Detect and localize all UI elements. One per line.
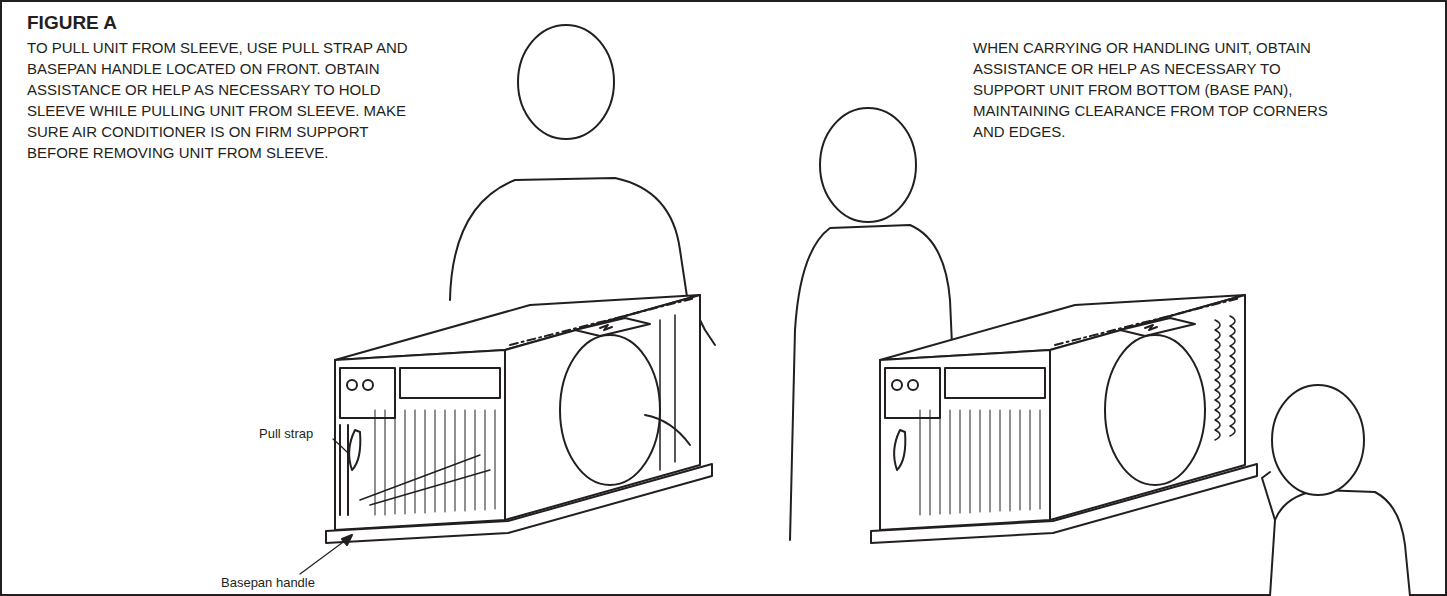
right-scene bbox=[790, 108, 1410, 596]
control-panel bbox=[885, 368, 940, 418]
figure-title: FIGURE A bbox=[27, 12, 117, 34]
person-head bbox=[518, 25, 614, 139]
pull-strap bbox=[349, 430, 360, 470]
person-hand bbox=[645, 415, 690, 445]
person-head bbox=[1272, 385, 1364, 495]
knob bbox=[347, 380, 357, 390]
base-pan bbox=[326, 464, 712, 543]
side-brace bbox=[660, 315, 675, 470]
unit-front bbox=[335, 350, 505, 530]
base-pan bbox=[871, 464, 1257, 543]
fan bbox=[1105, 335, 1205, 485]
leader-line bbox=[333, 439, 347, 452]
top-mark bbox=[1145, 325, 1157, 330]
top-plate bbox=[1120, 318, 1195, 336]
leader-line bbox=[300, 537, 350, 574]
coil bbox=[1215, 316, 1235, 440]
pull-strap bbox=[894, 430, 905, 470]
arrow-head bbox=[342, 535, 352, 545]
person-arm bbox=[1262, 472, 1275, 520]
top-mark bbox=[600, 325, 612, 330]
pull-strap-frame bbox=[340, 425, 348, 515]
knob bbox=[363, 380, 373, 390]
part-label: Pull strap bbox=[258, 426, 314, 441]
grille bbox=[920, 410, 1040, 515]
knob bbox=[892, 380, 902, 390]
instruction-note: TO PULL UNIT FROM SLEEVE, USE PULL STRAP… bbox=[27, 37, 419, 163]
fan bbox=[560, 335, 660, 485]
front-opening bbox=[945, 368, 1045, 398]
unit-front bbox=[880, 350, 1050, 530]
control-panel bbox=[340, 368, 395, 418]
person-body bbox=[1270, 490, 1410, 596]
top-plate bbox=[575, 318, 650, 336]
front-rails bbox=[360, 455, 490, 505]
front-opening bbox=[400, 368, 500, 398]
instruction-note: WHEN CARRYING OR HANDLING UNIT, OBTAIN A… bbox=[973, 37, 1345, 142]
knob bbox=[908, 380, 918, 390]
part-label: Basepan handle bbox=[220, 575, 316, 590]
grille bbox=[375, 410, 495, 515]
person-head bbox=[820, 108, 916, 222]
